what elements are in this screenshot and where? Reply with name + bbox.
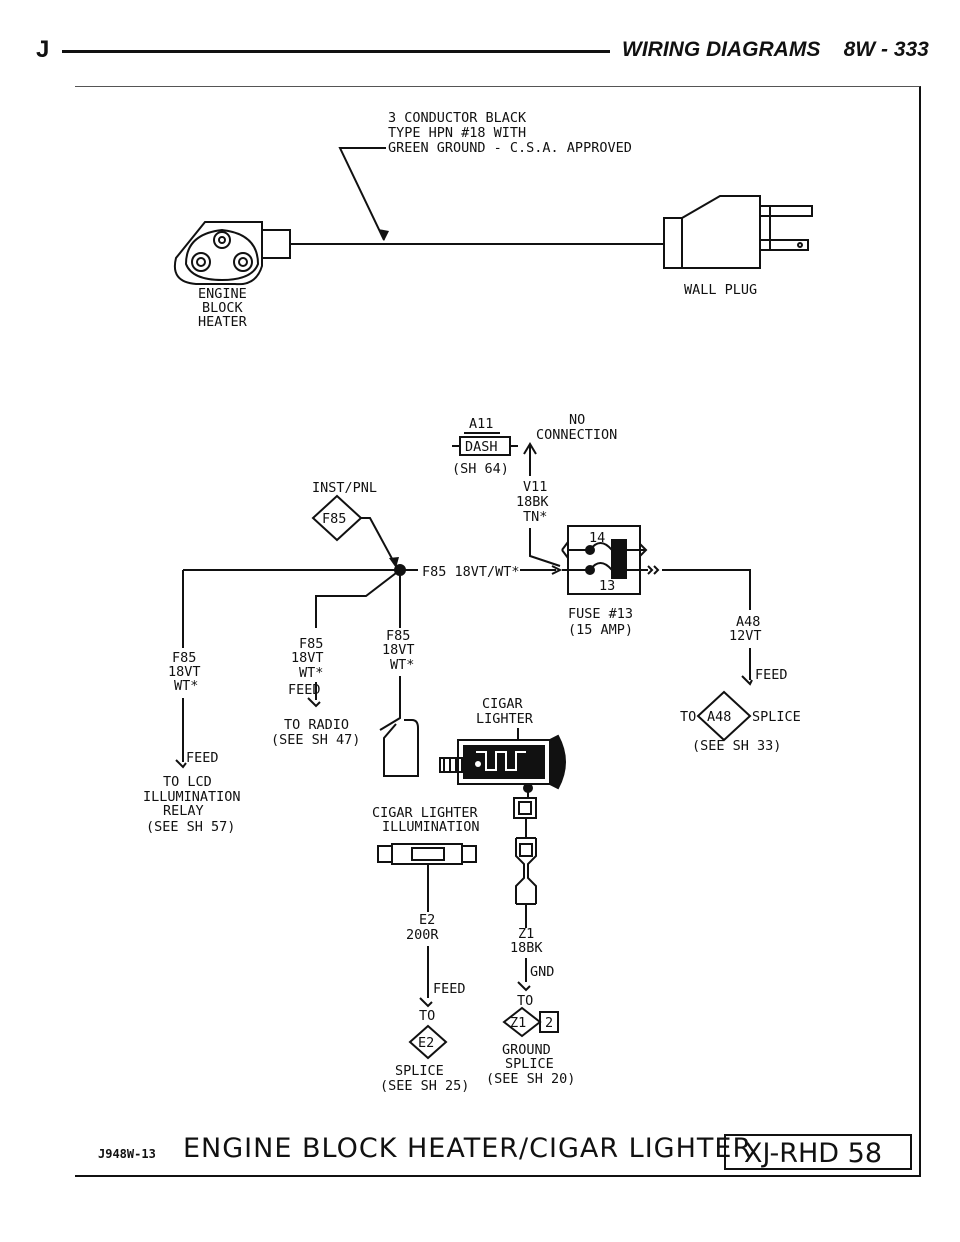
footer-title: ENGINE BLOCK HEATER/CIGAR LIGHTER [183,1133,753,1164]
a48-sheet-label: (SEE SH 33) [692,738,781,754]
left-branch-to-4: (SEE SH 57) [146,819,235,835]
fuse-label-1: FUSE #13 [568,606,633,622]
cigar-lighter-socket [383,719,419,777]
header-letter: J [36,36,50,63]
cord-leader [338,147,386,241]
z1-sheet-label: (SEE SH 20) [486,1071,575,1087]
z1-pin-label: 2 [545,1015,553,1031]
left-branch-to-3: RELAY [163,803,204,819]
fuse-bottom-label: 13 [599,578,615,594]
wall-plug-label: WALL PLUG [684,282,757,298]
e2-splice-diamond [408,1024,448,1060]
radio-branch-wire [315,569,401,628]
left-branch-feed-label: FEED [186,750,219,766]
left-branch-to-1: TO LCD [163,774,212,790]
fuse-label-2: (15 AMP) [568,622,633,638]
no-connection-label-2: CONNECTION [536,427,617,443]
radio-branch-label-2: 18VT [291,650,324,666]
e2-sheet-label: (SEE SH 25) [380,1078,469,1094]
a11-label: A11 [469,416,493,432]
cigar-illum-label-1: CIGAR LIGHTER [372,805,479,821]
a48-splice-label: SPLICE [752,709,801,725]
z1-label-2: 18BK [510,940,543,956]
header-title: WIRING DIAGRAMS 8W - 333 [622,38,929,61]
e2-splice-label: SPLICE [395,1063,444,1079]
cord-label-2: TYPE HPN #18 WITH [388,125,526,141]
f85-diamond-label: F85 [322,511,346,527]
fuse-13-symbol: 14 13 [561,525,648,595]
left-branch-label-3: WT* [174,678,198,694]
inst-pnl-label: INST/PNL [312,480,377,496]
lighter-branch-label-1: F85 [386,628,410,644]
footer-code: J948W-13 [98,1147,156,1161]
z1-ground-label-1: GROUND [502,1042,551,1058]
radio-branch-to-2: (SEE SH 47) [271,732,360,748]
v11-wire [529,528,561,567]
left-branch-label-2: 18VT [168,664,201,680]
e2-to-label: TO [419,1008,435,1024]
z1-gnd-label: GND [530,964,554,980]
f85-connector-diamond [311,494,363,542]
a48-feed-label: FEED [755,667,788,683]
f85-main-label: F85 18VT/WT* [422,564,520,580]
lighter-branch-label-3: WT* [390,657,414,673]
cigar-lighter-label-2: LIGHTER [476,711,534,727]
radio-branch-to-1: TO RADIO [284,717,349,733]
z1-to-label: TO [517,993,533,1009]
engine-block-heater-symbol [174,221,291,286]
radio-branch-feed-label: FEED [288,682,321,698]
engine-block-heater-label-1: ENGINE [198,286,247,302]
a48-splice-diamond [696,690,752,742]
cigar-lighter-symbol [439,734,566,819]
engine-block-heater-label-3: HEATER [198,314,248,330]
a48-label-1: A48 [736,614,760,630]
no-connection-label-1: NO [569,412,585,428]
v11-label-3: TN* [523,509,547,525]
e2-diamond-label: E2 [418,1035,434,1051]
e2-label-2: 200R [406,927,439,943]
radio-branch-label-3: WT* [299,665,323,681]
left-branch-to-2: ILLUMINATION [143,789,241,805]
diagram-frame [75,86,921,1177]
e2-feed-label: FEED [433,981,466,997]
a48-to-label: TO [680,709,696,725]
z1-diamond-label: Z1 [510,1015,526,1031]
cigar-illum-label-2: ILLUMINATION [382,819,480,835]
a48-wire-top [662,569,751,610]
z1-connector-symbol [515,837,537,905]
dash-sheet-label: (SH 64) [452,461,509,477]
page-header: J WIRING DIAGRAMS 8W - 333 [0,30,960,70]
engine-block-heater-label-2: BLOCK [202,300,244,316]
illumination-lamp-symbol [377,843,477,865]
z1-pin-box [539,1011,559,1033]
z1-label-1: Z1 [518,926,534,942]
cord-label-3: GREEN GROUND - C.S.A. APPROVED [388,140,632,156]
a48-diamond-label: A48 [707,709,731,725]
no-connection-arrow [523,442,537,455]
a48-label-2: 12VT [729,628,762,644]
cord-label-1: 3 CONDUCTOR BLACK [388,110,527,126]
radio-branch-label-1: F85 [299,636,323,652]
footer-sheet-box: XJ-RHD 58 [724,1134,912,1170]
v11-label-2: 18BK [516,494,549,510]
f85-leader [361,517,397,567]
fuse-top-label: 14 [589,530,605,546]
v11-label-1: V11 [523,479,547,495]
lighter-branch-label-2: 18VT [382,642,415,658]
z1-ground-label-2: SPLICE [505,1056,554,1072]
e2-label-1: E2 [419,912,435,928]
wall-plug-symbol [663,195,813,269]
header-rule [62,50,610,53]
cord-arrow [378,229,389,241]
dash-label: DASH [465,439,498,455]
cigar-lighter-label-1: CIGAR [482,696,524,712]
left-branch-label-1: F85 [172,650,196,666]
